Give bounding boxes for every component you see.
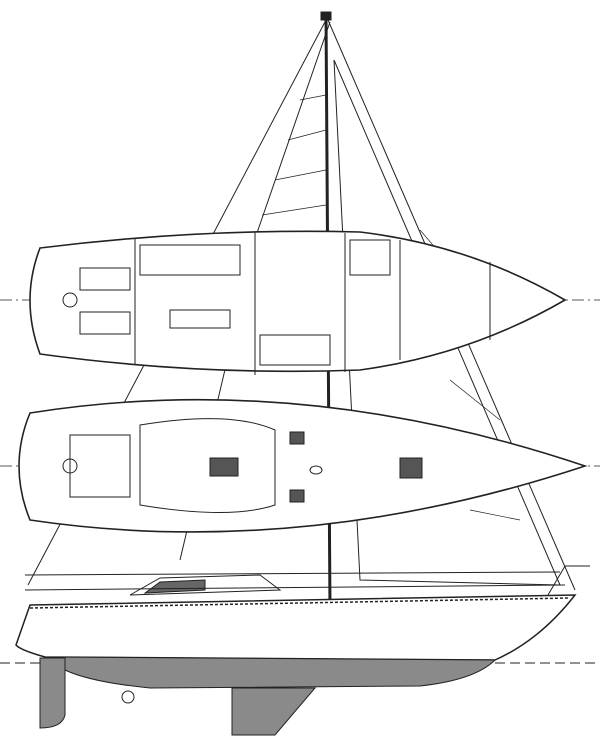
deckhouse — [129, 574, 282, 596]
keel — [231, 687, 317, 736]
cockpit-seat — [79, 311, 131, 335]
cabin-top — [139, 418, 276, 513]
window — [143, 579, 206, 594]
underbody — [43, 656, 497, 689]
forehatch — [399, 457, 423, 479]
cockpit — [69, 434, 131, 498]
propeller — [121, 690, 135, 704]
deck-plan — [0, 398, 600, 533]
lifelines — [24, 571, 561, 576]
hull-profile — [0, 565, 600, 736]
hatch — [209, 457, 239, 477]
steering-wheel-icon — [62, 292, 78, 308]
rudder — [39, 657, 66, 729]
toe-rail — [29, 597, 571, 609]
bow-pulpit — [547, 565, 590, 596]
table — [169, 309, 231, 329]
hatch — [289, 431, 305, 445]
cockpit-seat — [79, 267, 131, 291]
head — [349, 239, 391, 276]
masthead — [320, 11, 332, 21]
galley — [259, 334, 331, 366]
deck-hull-outline — [18, 398, 588, 533]
mast-step — [309, 465, 323, 475]
topsides — [15, 594, 577, 661]
settee — [139, 244, 241, 276]
interior-hull-outline — [29, 230, 567, 373]
interior-plan — [0, 230, 600, 375]
steering-wheel-icon — [62, 458, 78, 474]
hatch — [289, 489, 305, 503]
